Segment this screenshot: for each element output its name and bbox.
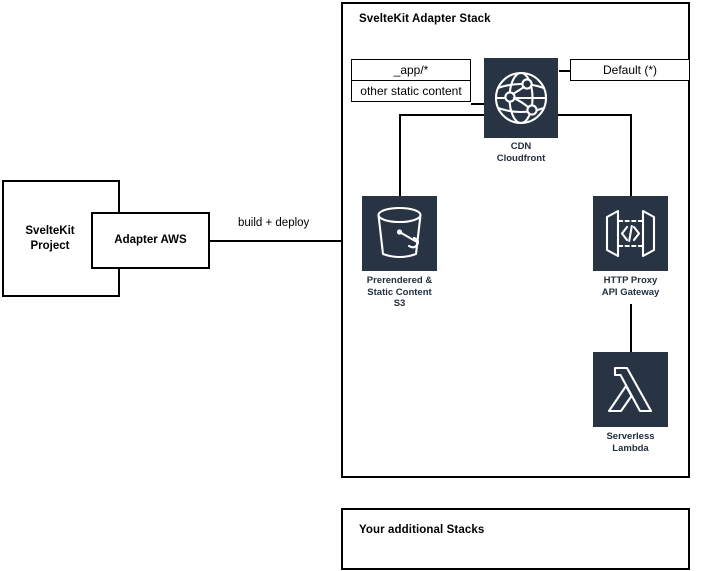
project-label-line1: SvelteKit <box>25 225 75 237</box>
adapter-aws-label: Adapter AWS <box>114 234 187 246</box>
cloudfront-node-tile[interactable] <box>484 58 558 138</box>
additional-stacks-container <box>341 508 690 570</box>
api-gateway-node-tile[interactable] <box>593 196 668 271</box>
sveltekit-project-label: SvelteKit Project <box>10 222 90 256</box>
s3-bucket-icon <box>377 206 422 259</box>
adapter-aws-box <box>91 212 210 269</box>
lambda-label-line1: Serverless <box>606 431 655 442</box>
lambda-node-tile[interactable] <box>593 352 668 427</box>
lambda-node-label: Serverless Lambda <box>583 431 678 454</box>
s3-node-label: Prerendered & Static Content S3 <box>352 275 447 310</box>
connector-static-routes-to-cdn <box>471 103 485 105</box>
lambda-label-line2: Lambda <box>612 442 649 454</box>
connector-default-route-to-cdn <box>559 70 570 72</box>
connector-cdn-to-s3 <box>399 114 401 196</box>
project-label-line2: Project <box>30 240 70 252</box>
route-box-app: _app/* <box>351 59 471 81</box>
s3-label-line3: S3 <box>393 298 406 309</box>
s3-label-line2: Static Content <box>367 286 432 298</box>
connector-cdn-bus-left <box>399 114 486 116</box>
sveltekit-adapter-stack-title: SvelteKit Adapter Stack <box>359 13 491 25</box>
api-gateway-label-line1: HTTP Proxy <box>603 275 658 286</box>
api-gateway-icon <box>605 209 656 258</box>
connector-cdn-to-api-gateway <box>630 114 632 196</box>
additional-stacks-title: Your additional Stacks <box>359 524 485 536</box>
api-gateway-label-line2: API Gateway <box>601 286 660 298</box>
edge-build-deploy-label: build + deploy <box>238 217 310 229</box>
cloudfront-label-line1: CDN <box>510 141 532 152</box>
edge-build-deploy-line <box>210 240 341 242</box>
connector-cdn-bus-right <box>558 114 631 116</box>
cloudfront-label-line2: Cloudfront <box>496 152 546 164</box>
api-gateway-node-label: HTTP Proxy API Gateway <box>583 275 678 298</box>
route-box-default: Default (*) <box>570 59 690 81</box>
connector-api-gateway-to-lambda <box>630 304 632 352</box>
s3-label-line1: Prerendered & <box>366 275 433 286</box>
lambda-icon <box>607 366 653 413</box>
s3-node-tile[interactable] <box>362 196 437 271</box>
route-box-static: other static content <box>351 80 471 102</box>
cloudfront-node-label: CDN Cloudfront <box>484 141 558 164</box>
cloudfront-globe-icon <box>494 71 548 125</box>
